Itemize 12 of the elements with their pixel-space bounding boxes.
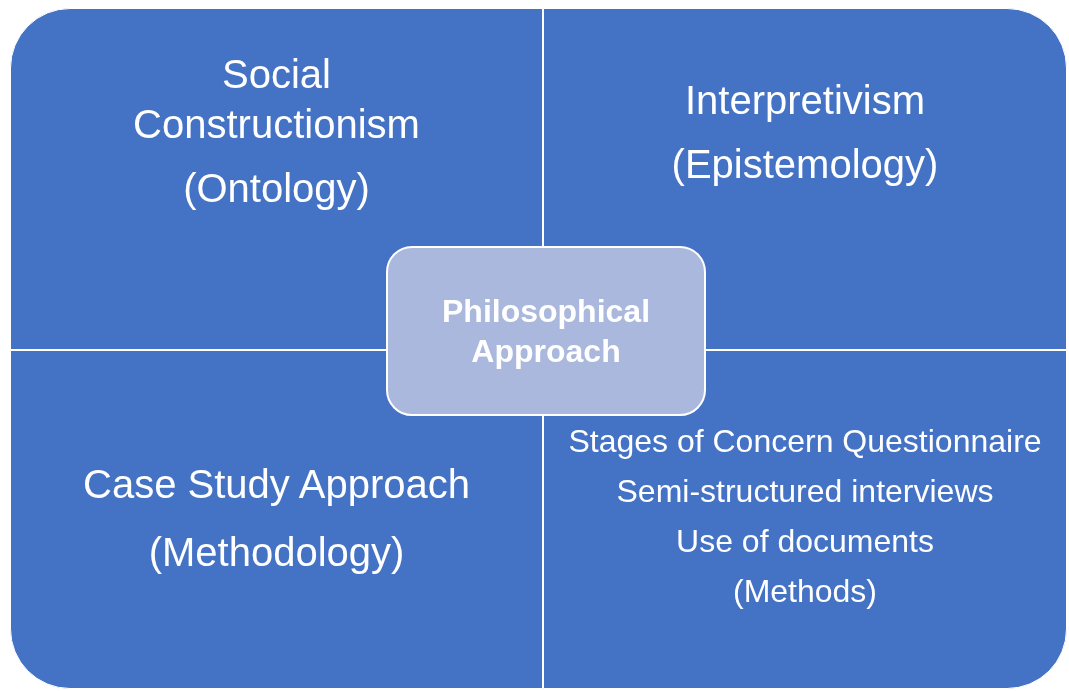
quadrant-text: Use of documents	[676, 522, 934, 561]
center-heading: Philosophical Approach	[441, 292, 651, 371]
quadrant-heading: Social Constructionism	[132, 51, 421, 148]
quadrant-heading: Case Study Approach	[83, 461, 470, 508]
quadrant-text: Semi-structured interviews	[616, 472, 994, 511]
quadrant-text: (Ontology)	[183, 165, 370, 212]
center-box	[386, 246, 706, 416]
quadrant-text: (Methods)	[732, 572, 877, 611]
quadrant-text: (Methodology)	[148, 529, 405, 576]
quadrant-text: (Epistemology)	[671, 141, 939, 188]
quadrant-heading: Stages of Concern Questionnaire	[568, 422, 1042, 461]
quadrant-heading: Interpretivism	[684, 77, 926, 124]
